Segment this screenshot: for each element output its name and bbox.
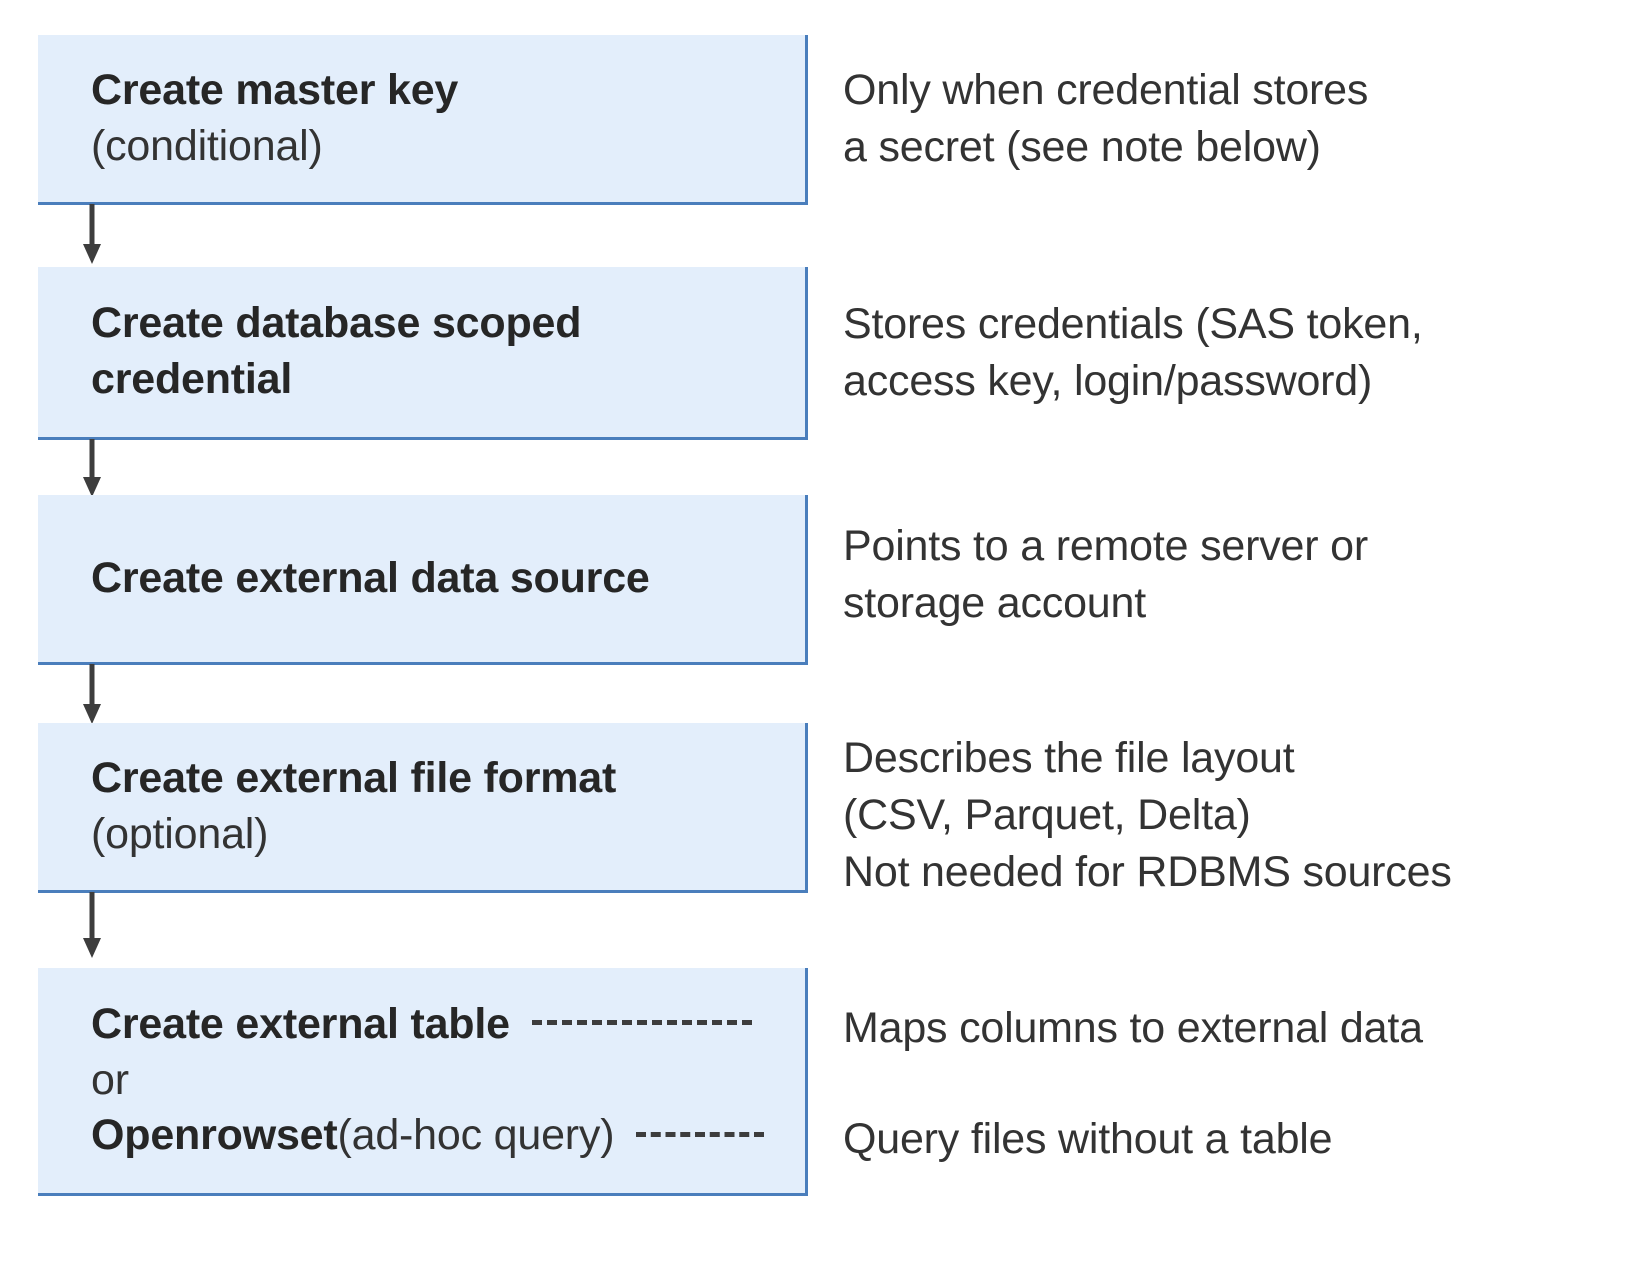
note-create-master-key: Only when credential stores a secret (se…: [843, 66, 1369, 172]
step-title: Create database scoped credential: [91, 299, 582, 403]
step-box-create-external-table-or-openrowset[interactable]: Create external table or Openrowset (ad-…: [38, 968, 808, 1196]
step-text-create-external-data-source: Create external data source: [38, 551, 805, 607]
step-title-openrowset: Openrowset: [91, 1111, 338, 1160]
final-option-two-row: Openrowset (ad-hoc query): [91, 1108, 805, 1164]
note-query-files: Query files without a table: [843, 1115, 1333, 1163]
arrow-down-icon-2: [82, 439, 102, 504]
note-create-database-scoped-credential: Stores credentials (SAS token, access ke…: [843, 300, 1423, 406]
arrow-down-icon-1: [82, 204, 102, 271]
final-option-one-row: Create external table: [91, 997, 805, 1053]
step-title: Create external data source: [91, 553, 650, 602]
step-box-create-external-data-source[interactable]: Create external data source: [38, 495, 808, 665]
step-title: Create external file format: [91, 753, 617, 802]
step-text-create-master-key: Create master key (conditional): [38, 63, 805, 175]
or-label: or: [91, 1055, 129, 1104]
step-box-create-master-key[interactable]: Create master key (conditional): [38, 35, 808, 205]
step-subtitle-openrowset: (ad-hoc query): [337, 1111, 615, 1160]
step-subtitle: (optional): [91, 809, 269, 858]
step-text-create-database-scoped-credential: Create database scoped credential: [38, 296, 805, 408]
note-create-external-data-source: Points to a remote server or storage acc…: [843, 522, 1368, 628]
arrow-down-icon-4: [82, 892, 102, 965]
dashed-connector-1: [531, 1020, 752, 1026]
step-title-create-external-table: Create external table: [91, 999, 510, 1048]
step-text-create-external-table-or-openrowset: Create external table or Openrowset (ad-…: [38, 997, 805, 1165]
note-maps-columns: Maps columns to external data: [843, 1004, 1423, 1052]
note-create-external-file-format: Describes the file layout (CSV, Parquet,…: [843, 734, 1452, 897]
step-box-create-database-scoped-credential[interactable]: Create database scoped credential: [38, 267, 808, 440]
step-subtitle: (conditional): [91, 121, 323, 170]
arrow-down-icon-3: [82, 664, 102, 731]
step-text-create-external-file-format: Create external file format (optional): [38, 751, 805, 863]
dashed-connector-2: [636, 1131, 765, 1137]
step-title: Create master key: [91, 65, 459, 114]
step-box-create-external-file-format[interactable]: Create external file format (optional): [38, 723, 808, 893]
